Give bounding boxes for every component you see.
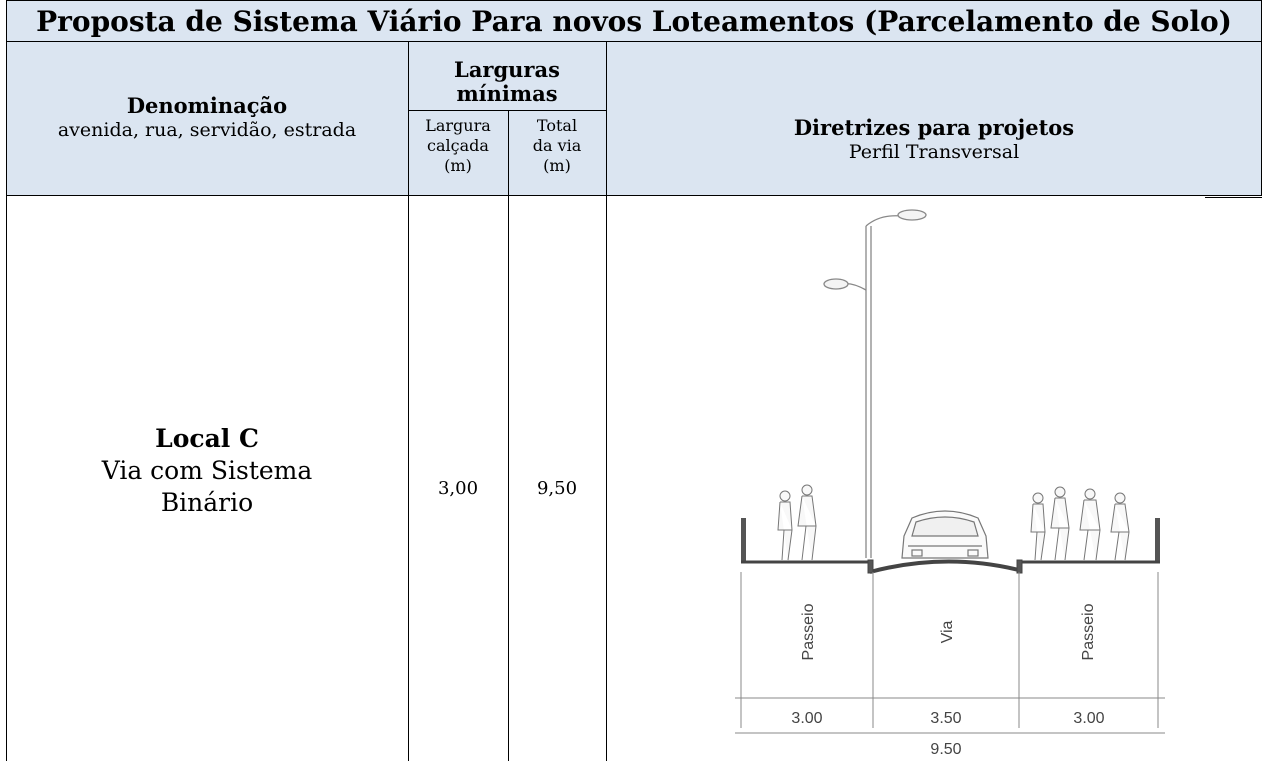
ground-surface (741, 559, 1160, 574)
label-passeio-left: Passeio (800, 603, 817, 660)
car (901, 510, 989, 559)
total-header-line2: da via (532, 136, 582, 155)
calcada-header: Largura calçada (m) (408, 116, 508, 176)
diretrizes-subtitle: Perfil Transversal (848, 141, 1020, 163)
larguras-title-line2: mínimas (456, 81, 558, 106)
row-total-via: 9,50 (536, 478, 578, 499)
row-name: Local C (155, 424, 259, 453)
larguras-title-line1: Larguras (454, 57, 560, 82)
row-largura-calcada: 3,00 (437, 478, 479, 499)
larguras-header: Larguras mínimas (408, 58, 606, 106)
table-title: Proposta de Sistema Viário Para novos Lo… (6, 0, 1262, 42)
denominacao-header: Denominação avenida, rua, servidão, estr… (6, 94, 408, 142)
table-header (6, 42, 1262, 196)
calcada-header-line2: calçada (427, 136, 489, 155)
col-divider-3 (606, 42, 607, 761)
body-top-line-right (1205, 197, 1262, 198)
row-denominacao: Local C Via com Sistema Binário (6, 423, 408, 519)
total-header: Total da via (m) (508, 116, 606, 176)
diretrizes-header: Diretrizes para projetos Perfil Transver… (606, 116, 1262, 164)
dim-total: 9.50 (930, 741, 961, 758)
row-desc-line2: Binário (160, 488, 254, 517)
street-lamp (823, 209, 927, 558)
pedestrians-right (1030, 486, 1130, 561)
denominacao-subtitle: avenida, rua, servidão, estrada (57, 119, 357, 141)
col-divider-2 (508, 110, 509, 761)
denominacao-title: Denominação (126, 93, 288, 118)
col-divider-1 (408, 42, 409, 761)
right-wall (1155, 518, 1160, 562)
left-wall (741, 518, 746, 562)
diretrizes-title: Diretrizes para projetos (793, 115, 1075, 140)
dim-left: 3.00 (791, 710, 822, 727)
dim-right: 3.00 (1073, 710, 1104, 727)
calcada-header-line1: Largura (425, 116, 491, 135)
cross-section-diagram: Passeio Via Passeio 3.00 3.50 3.00 9.50 (735, 209, 1165, 758)
table-title-text: Proposta de Sistema Viário Para novos Lo… (36, 4, 1232, 38)
pedestrians-left (777, 484, 817, 561)
total-header-line3: (m) (543, 156, 571, 175)
label-passeio-right: Passeio (1080, 603, 1097, 660)
total-header-line1: Total (536, 116, 578, 135)
calcada-header-line3: (m) (444, 156, 472, 175)
table-left-border (6, 196, 7, 761)
row-desc-line1: Via com Sistema (101, 456, 313, 485)
label-via: Via (939, 620, 956, 643)
larguras-divider (408, 110, 606, 111)
dim-center: 3.50 (930, 710, 961, 727)
dimension-lines (735, 692, 1165, 734)
